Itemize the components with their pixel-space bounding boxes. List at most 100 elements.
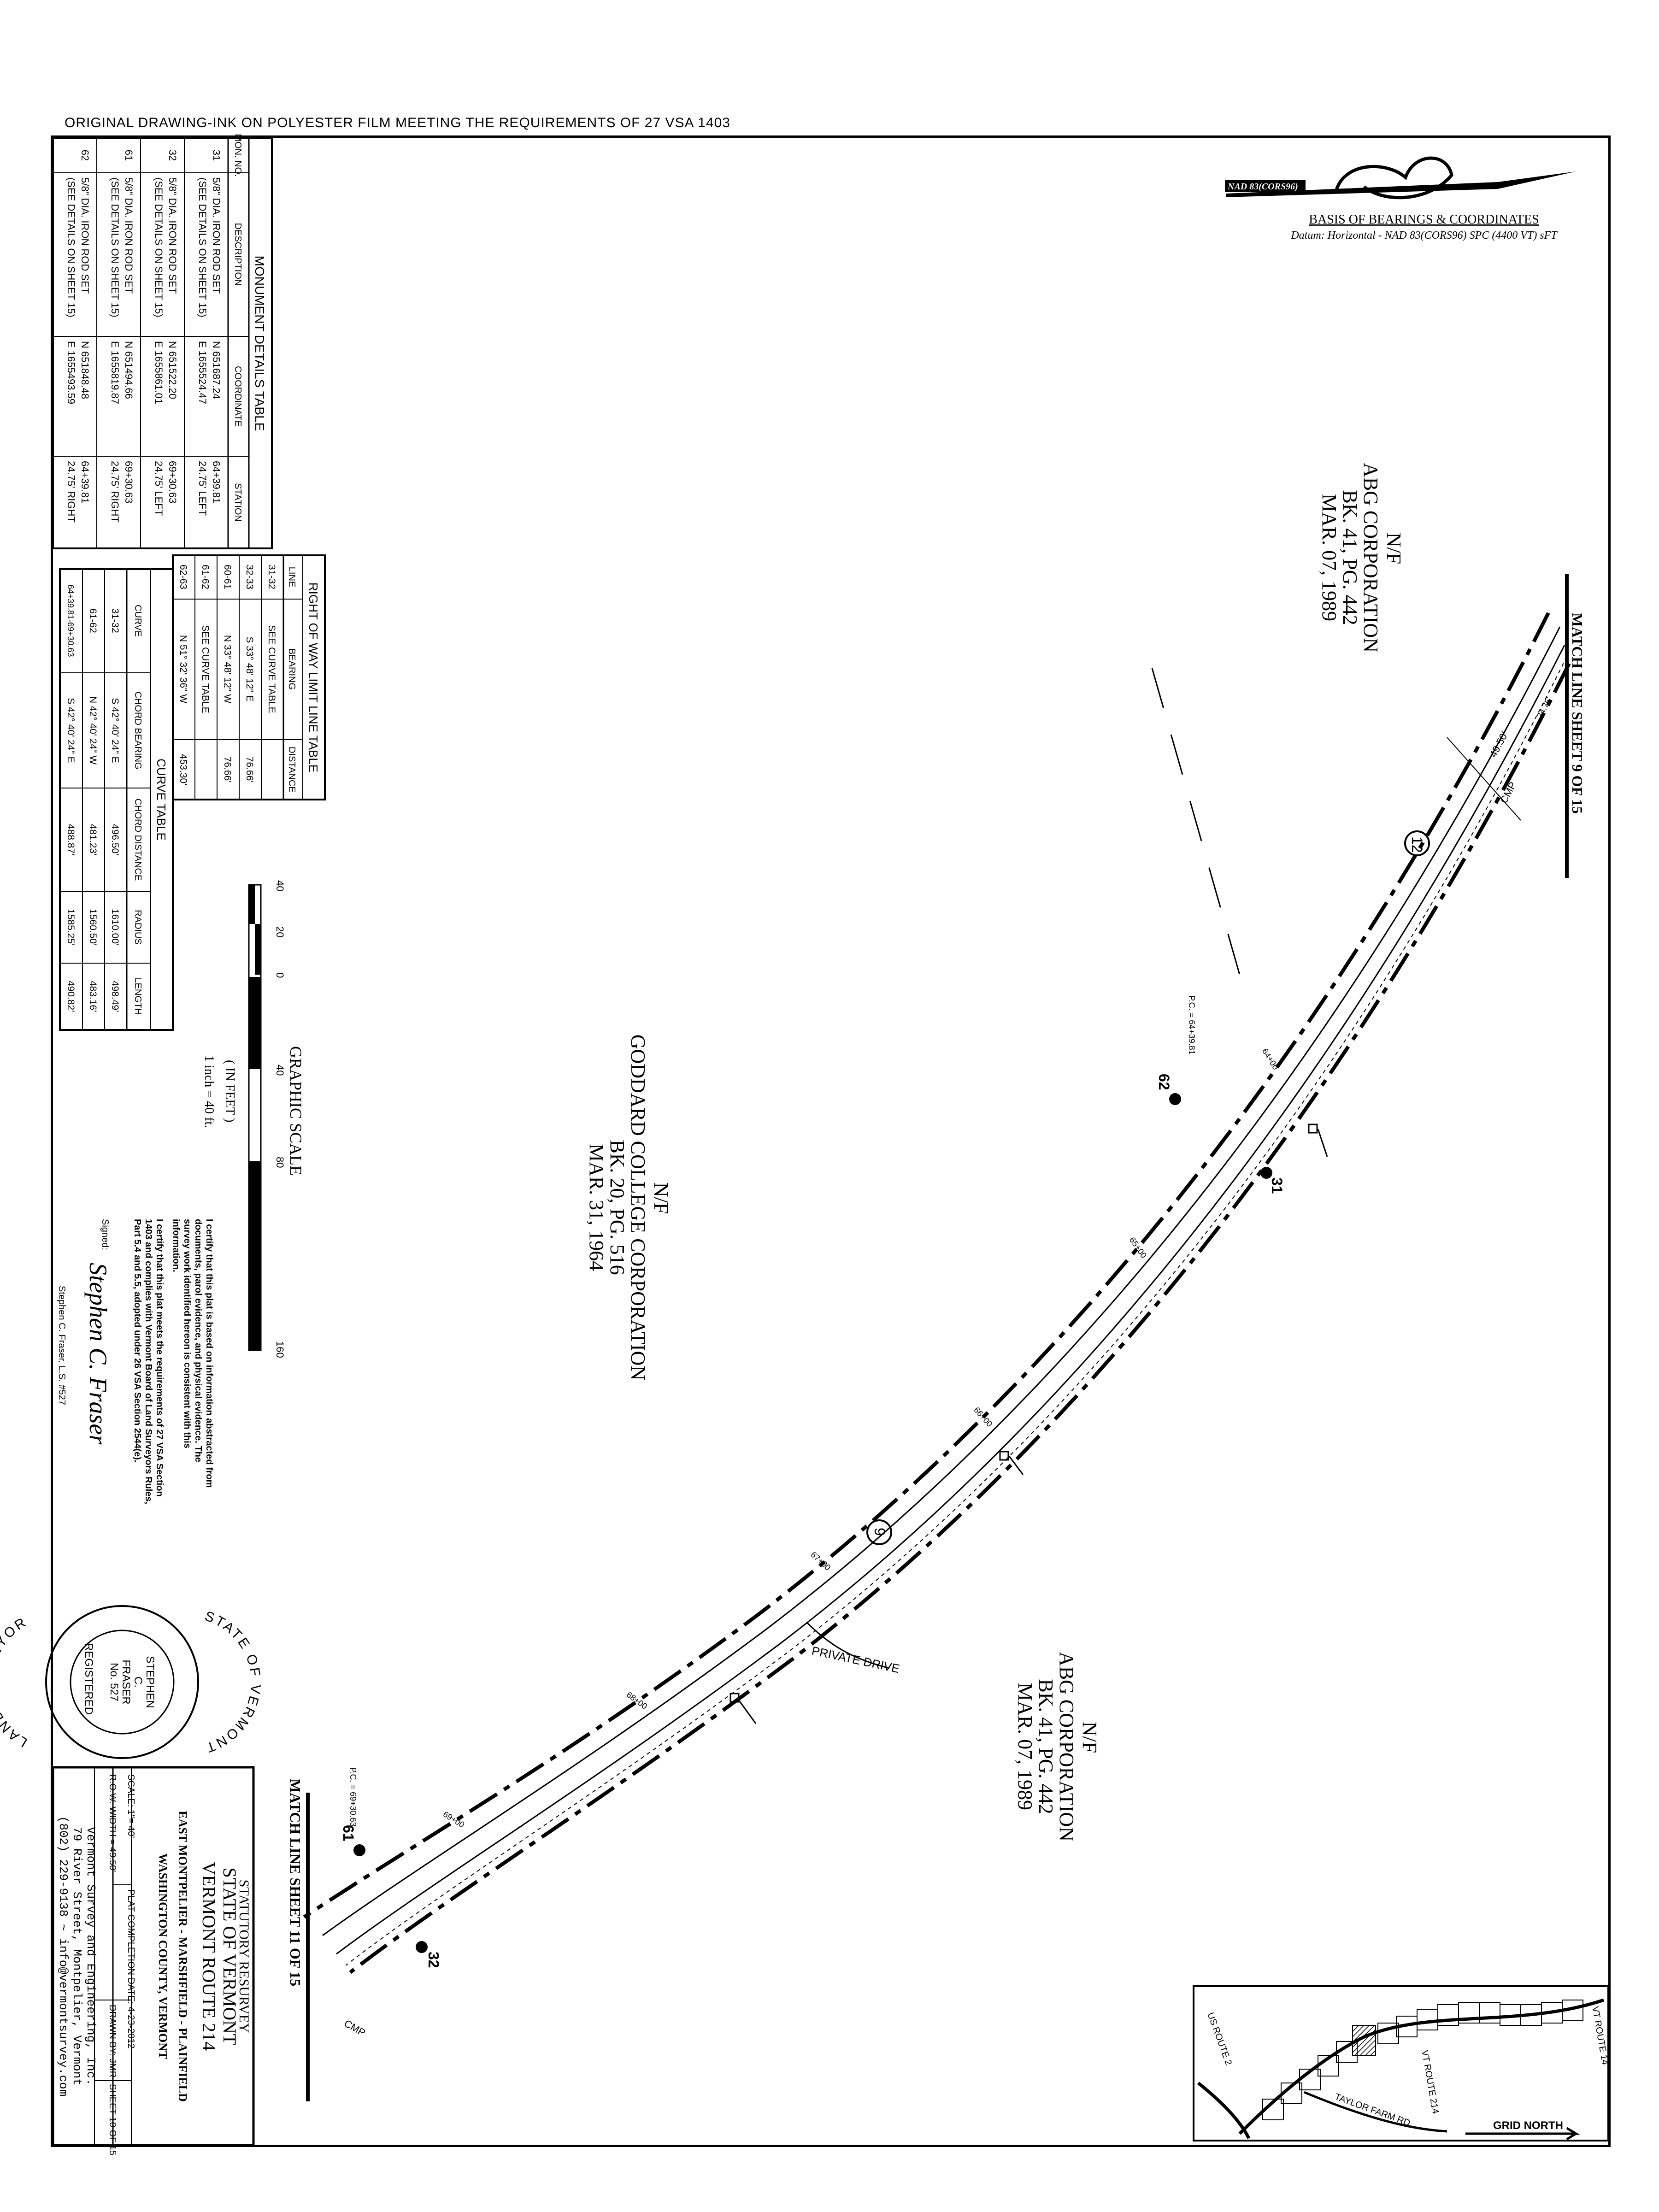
project-area — [1352, 2025, 1376, 2056]
curve-row-1-bearing: S 42° 40' 24" E — [110, 698, 120, 763]
map-grid-north: GRID NORTH — [1493, 2119, 1563, 2132]
row-header-distance: DISTANCE — [287, 747, 297, 793]
monument-32 — [416, 1941, 428, 1953]
drawing-frame — [51, 135, 1611, 2147]
monument-row-62-desc1: 5/8" DIA. IRON ROD SET — [79, 177, 91, 294]
curve-row-3-length: 490.82' — [65, 981, 76, 1012]
scale-tick-80: 80 — [274, 1157, 286, 1168]
us-route-2-line — [1197, 2082, 1251, 2139]
monument-row-62-desc2: (SEE DETAILS ON SHEET 15) — [65, 177, 77, 318]
row-table-bearing-1: SEE CURVE TABLE — [266, 625, 277, 713]
owner-abg-bottom-line2: ABG CORPORATION — [1055, 1652, 1078, 1841]
curve-row-3-distance: 488.87' — [65, 824, 76, 855]
monument-row-32-no: 32 — [167, 150, 178, 161]
match-line-bottom-label: MATCH LINE SHEET 11 OF 15 — [287, 1779, 304, 1986]
curve-row-2-radius: 1560.50' — [88, 909, 98, 946]
cert-para1-line4: information. — [171, 1219, 181, 1272]
basis-datum: Datum: Horizontal - NAD 83(CORS96) SPC (… — [1290, 229, 1558, 241]
monument-header-no: MON. NO. — [233, 134, 243, 176]
cert-signature: Stephen C. Fraser — [84, 1263, 112, 1445]
grid-north-arrow-icon — [1465, 2127, 1581, 2141]
monument-header-coord: COORDINATE — [233, 366, 243, 427]
curve-row-2-length: 483.16' — [88, 981, 98, 1012]
monument-row-31-desc1: 5/8" DIA. IRON ROD SET — [211, 177, 222, 294]
scale-tick-40b: 40 — [274, 1065, 286, 1076]
monument-row-31-n: N 651687.24 — [211, 341, 222, 399]
cmp-label-bottom: CMP — [342, 2018, 368, 2039]
seal-center-4: No. 527 — [108, 1663, 120, 1701]
pc-top-label: P.C. = 64+39.81 — [1187, 995, 1196, 1055]
row-line-right — [303, 612, 1550, 1919]
row-line-left — [349, 663, 1571, 1974]
title-plat-date: PLAT COMPLETION DATE: 4-23-2012 — [126, 1889, 136, 2049]
seal-registered: REGISTERED — [82, 1643, 95, 1715]
owner-abg-bottom-line4: MAR. 07, 1989 — [1014, 1683, 1036, 1810]
monument-row-31-off: 24.75' LEFT — [197, 461, 208, 516]
curve-row-1-curve: 31-32 — [110, 608, 120, 633]
monuments: 62 31 61 32 — [340, 1074, 1285, 1968]
title-block: STATUTORY RESURVEY STATE OF VERMONT VERM… — [52, 1766, 255, 2155]
basis-title: BASIS OF BEARINGS & COORDINATES — [1309, 212, 1539, 227]
owner-goddard: N/F GODDARD COLLEGE CORPORATION BK. 20, … — [585, 1035, 672, 1380]
cert-para1-line2: documents, parol evidence, and physical … — [193, 1219, 203, 1462]
row-header-line: LINE — [287, 567, 297, 587]
curve-row-2-curve: 61-62 — [88, 608, 98, 633]
row-table-line-3: 60-61 — [222, 565, 233, 589]
curve-row-1-distance: 496.50' — [110, 824, 120, 855]
north-arrow-flourish-icon — [1335, 156, 1453, 200]
title-row-width: R.O.W. WIDTH = 49.50' — [107, 1774, 118, 1872]
marker-9 — [866, 1519, 892, 1545]
cert-para1-line3: survey work identified hereon is consist… — [182, 1219, 192, 1448]
row-header-bearing: BEARING — [287, 648, 297, 690]
owner-abg-top-line3: BK. 41, PG. 442 — [1339, 490, 1361, 625]
owner-goddard-line2: GODDARD COLLEGE CORPORATION — [627, 1035, 649, 1380]
cert-signed-label: Signed: — [100, 1219, 110, 1250]
row-table-line-4: 61-62 — [200, 565, 211, 589]
owner-abg-top: N/F ABG CORPORATION BK. 41, PG. 442 MAR.… — [1318, 463, 1405, 653]
owner-goddard-line4: MAR. 31, 1964 — [585, 1144, 608, 1271]
monument-61-label: 61 — [340, 1825, 357, 1841]
seal-center-2: C. — [132, 1677, 144, 1688]
title-company-3: (802) 229-9138 ~ info@vermontsurvey.com — [56, 1816, 70, 2097]
road-alignment — [303, 612, 1571, 1974]
owner-abg-top-line1: N/F — [1382, 533, 1405, 564]
monument-row-61-desc2: (SEE DETAILS ON SHEET 15) — [109, 177, 121, 318]
monument-row-32-sta: 69+30.63 — [167, 461, 178, 503]
cert-para2-line3: Part 5.4 and 5.5, adopted under 26 VSA S… — [132, 1219, 142, 1462]
map-vt-route-14: VT ROUTE 14 — [1590, 2006, 1610, 2065]
map-taylor-farm: TAYLOR FARM RD — [1333, 2092, 1412, 2129]
scale-tick-40a: 40 — [274, 880, 286, 891]
taylor-farm-line — [1304, 2091, 1447, 2133]
map-vt-route-214: VT ROUTE 214 — [1419, 2049, 1441, 2114]
monument-row-61-e: E 1655819.87 — [109, 341, 121, 404]
monument-row-32-n: N 651522.20 — [167, 341, 178, 399]
curve-header-bearing: CHORD BEARING — [133, 692, 143, 770]
curve-row-3-curve: 64+39.81-69+30.63 — [66, 584, 75, 657]
owner-abg-bottom-line1: N/F — [1078, 1722, 1101, 1753]
curve-row-2-distance: 481.23' — [88, 824, 98, 855]
scale-tick-160: 160 — [274, 1341, 286, 1358]
private-drive-label: PRIVATE DRIVE — [811, 1644, 901, 1676]
monument-62-label: 62 — [1156, 1074, 1172, 1090]
marker-9-label: 9 — [871, 1528, 888, 1536]
monument-row-31-sta: 64+39.81 — [211, 461, 222, 503]
curve-header-radius: RADIUS — [133, 910, 143, 945]
row-table-line-5: 62-63 — [178, 565, 188, 589]
monument-row-32-desc2: (SEE DETAILS ON SHEET 15) — [153, 177, 165, 318]
monument-row-61-sta: 69+30.63 — [123, 461, 135, 503]
monument-row-62-no: 62 — [79, 150, 91, 161]
basis-of-bearings: NAD 83(CORS96) BASIS OF BEARINGS & COORD… — [1225, 156, 1576, 241]
title-l3: VERMONT ROUTE 214 — [199, 1862, 219, 2051]
basis-arrow-label: NAD 83(CORS96) — [1227, 182, 1298, 192]
monument-row-61-no: 61 — [123, 150, 135, 161]
row-table-bearing-4: SEE CURVE TABLE — [200, 625, 211, 713]
curve-row-1-length: 498.49' — [110, 981, 120, 1012]
culvert-line — [1447, 737, 1521, 821]
scale-tick-20: 20 — [274, 926, 286, 937]
row-table-bearing-5: N 51° 32' 36" W — [178, 635, 188, 703]
cmp-label-top: CMP — [1498, 780, 1518, 805]
seal-bottom-text: LAND SURVEYOR — [0, 1614, 30, 1750]
seal-center-1: STEPHEN — [144, 1656, 156, 1708]
monument-row-61-off: 24.75' RIGHT — [109, 461, 121, 523]
